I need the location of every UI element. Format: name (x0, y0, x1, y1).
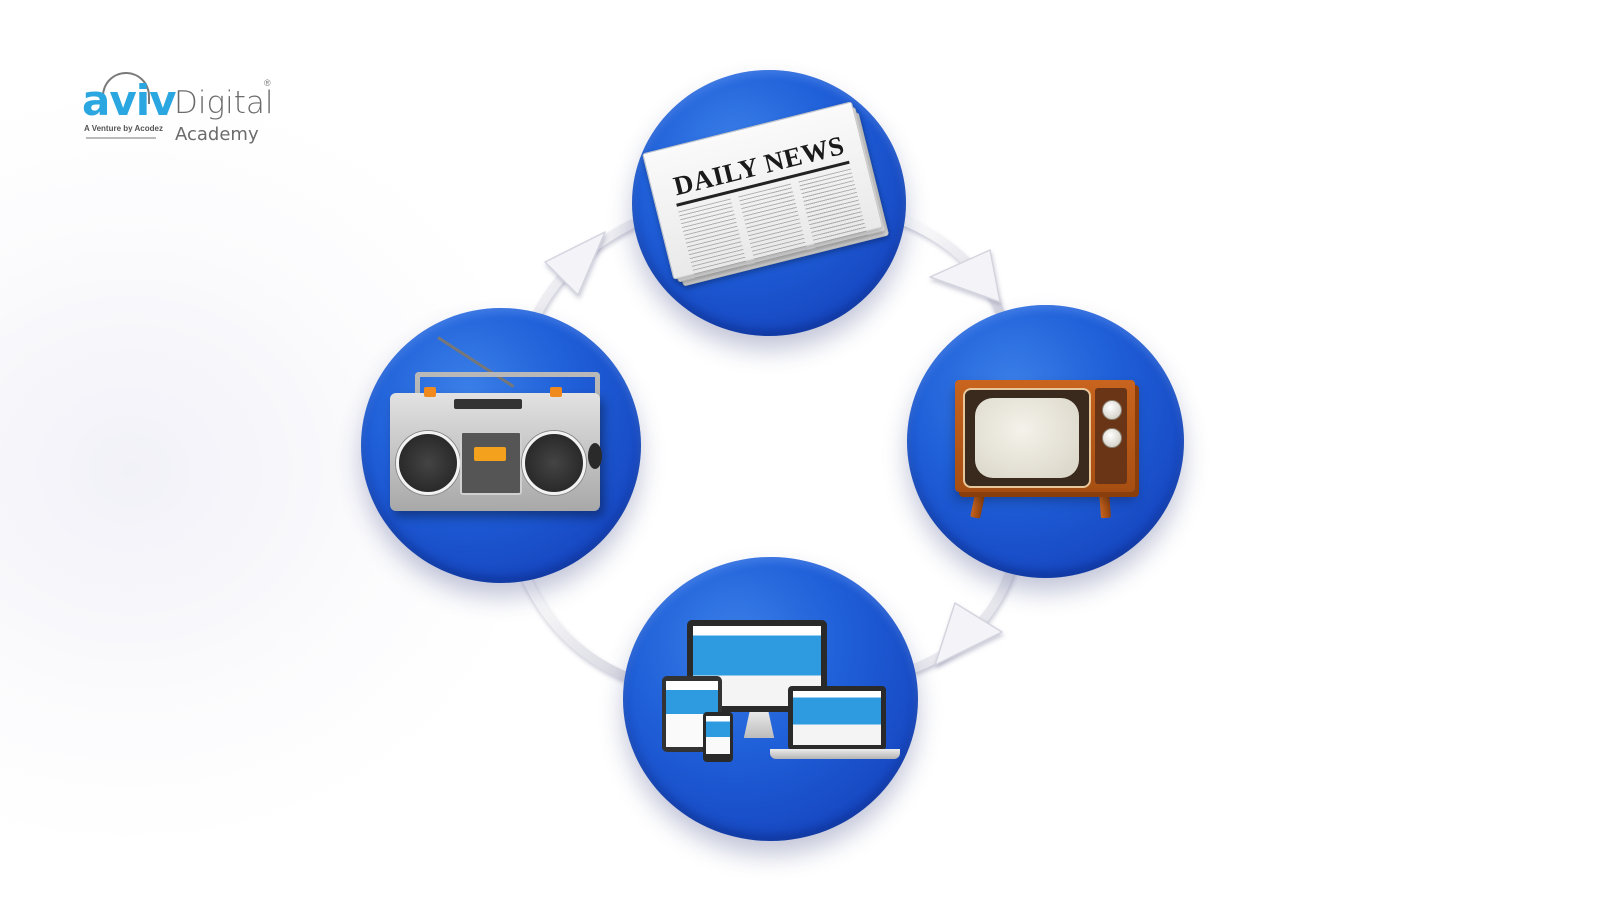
tv-icon (955, 380, 1135, 492)
logo-underline (86, 137, 156, 139)
logo-subtitle: Academy (175, 124, 259, 145)
arrow-down-left-icon (934, 602, 1003, 666)
smartphone-icon (703, 712, 733, 762)
monitor-stand (743, 712, 775, 738)
laptop-icon (788, 686, 886, 750)
registered-mark: ® (264, 78, 271, 88)
arrow-up-right-icon (544, 231, 606, 296)
aviv-digital-academy-logo: aviv Digital ® A Venture by Acodez Acade… (82, 68, 282, 148)
laptop-base (770, 749, 900, 759)
logo-tagline: A Venture by Acodez (84, 124, 163, 133)
arrow-down-right-icon (929, 249, 1001, 303)
logo-brand-secondary: Digital (174, 85, 274, 121)
tv-leg (1099, 489, 1111, 519)
logo-brand-primary: aviv (82, 76, 176, 125)
radio-handle (415, 372, 600, 401)
connector-devices-to-radio (522, 575, 635, 683)
radio-icon (390, 387, 602, 511)
